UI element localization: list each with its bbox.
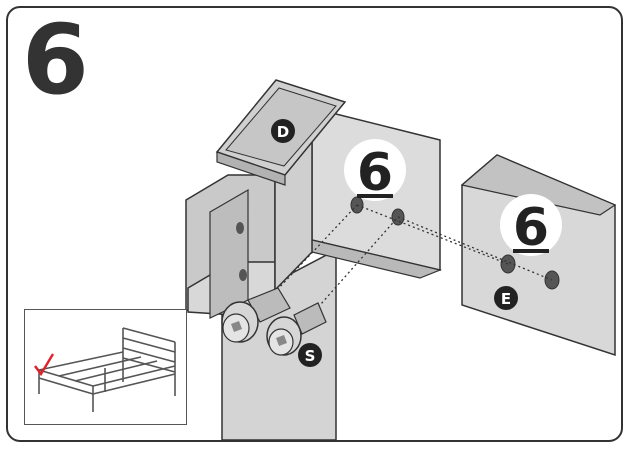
bolt-left bbox=[221, 287, 291, 343]
label-e: E bbox=[501, 290, 511, 308]
bolt-right bbox=[266, 302, 327, 356]
bracket-hole-badge bbox=[344, 139, 406, 201]
overview-inset bbox=[24, 309, 187, 425]
step-number: 6 bbox=[22, 4, 89, 116]
bed-frame-overview bbox=[34, 327, 176, 412]
label-d-badge bbox=[271, 119, 295, 143]
rail-hole-badge bbox=[500, 194, 562, 256]
label-s-badge bbox=[298, 343, 322, 367]
rail-hole-number: 6 bbox=[513, 198, 549, 258]
label-e-badge bbox=[494, 286, 518, 310]
label-s: S bbox=[305, 347, 316, 365]
check-mark-icon bbox=[34, 353, 55, 377]
label-d: D bbox=[277, 123, 289, 141]
bracket-hole-number: 6 bbox=[357, 143, 393, 203]
